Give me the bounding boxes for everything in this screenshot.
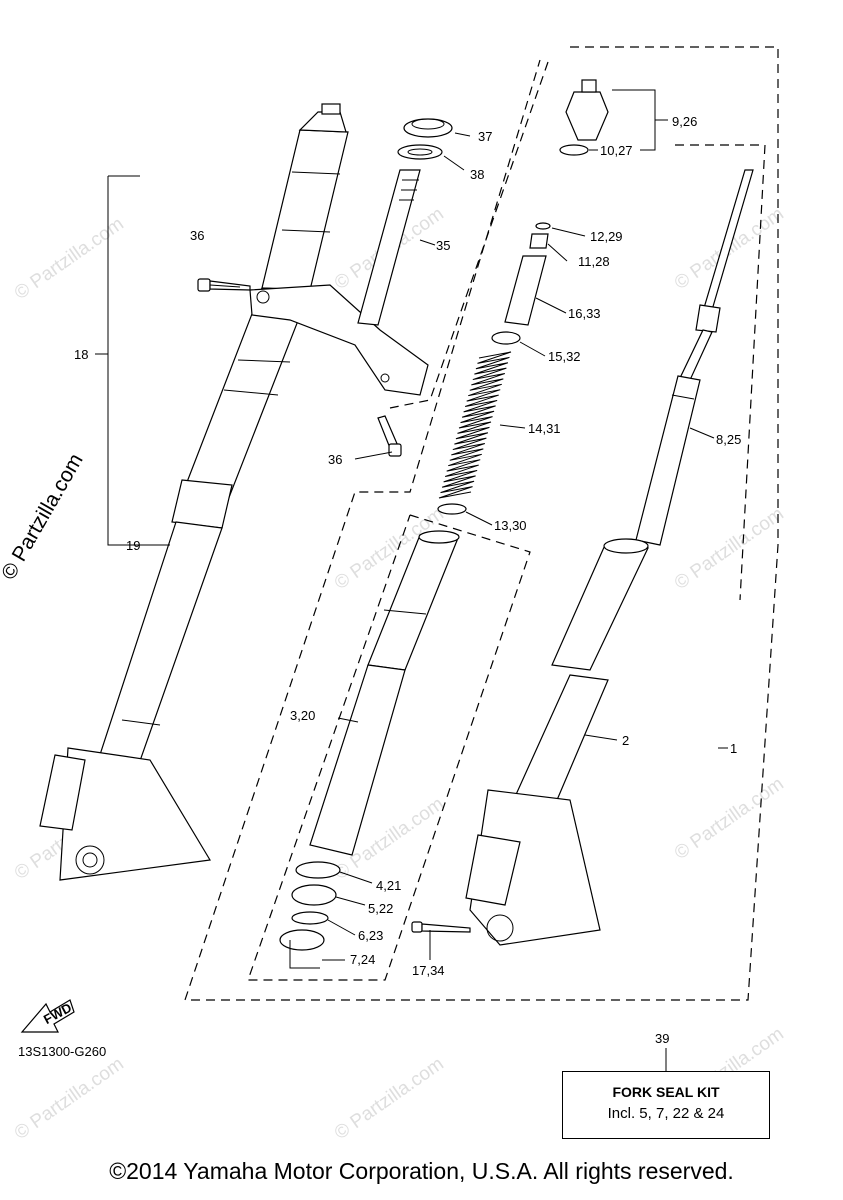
kit-title: FORK SEAL KIT	[612, 1084, 720, 1100]
callout-15-32: 15,32	[548, 349, 581, 364]
callout-36-bottom: 36	[328, 452, 342, 467]
group-outline-8-25	[675, 144, 766, 601]
watermark: © Partzilla.com	[11, 213, 128, 304]
seal-38	[397, 144, 443, 160]
callout-13-30: 13,30	[494, 518, 527, 533]
callout-19: 19	[126, 538, 140, 553]
callout-37: 37	[478, 129, 492, 144]
cap-bolt-9	[565, 79, 609, 141]
assembled-fork-left	[39, 103, 429, 881]
damper-rod-8	[635, 169, 754, 546]
oil-seal-5	[291, 884, 337, 906]
fwd-arrow-icon: FWD	[20, 999, 75, 1033]
spring-14	[438, 351, 512, 499]
diagram-code: 13S1300-G260	[18, 1044, 107, 1059]
callout-3-20: 3,20	[290, 708, 315, 723]
callout-16-33: 16,33	[568, 306, 601, 321]
bearing-37	[403, 118, 453, 138]
callouts: 18 19 36 36 35 37 38 9,26 10,27 12,29 11…	[74, 114, 741, 1046]
fork-seal-kit-box: FORK SEAL KIT Incl. 5, 7, 22 & 24	[562, 1071, 770, 1139]
callout-8-25: 8,25	[716, 432, 741, 447]
callout-7-24: 7,24	[350, 952, 375, 967]
callout-17-34: 17,34	[412, 963, 445, 978]
o-ring-10	[559, 144, 589, 156]
bolt-36-top	[197, 278, 251, 292]
washer-13	[437, 503, 467, 515]
nut-11	[529, 233, 549, 249]
callout-6-23: 6,23	[358, 928, 383, 943]
bolt-36-bottom	[377, 415, 402, 457]
callout-12-29: 12,29	[590, 229, 623, 244]
collar-15	[491, 331, 521, 345]
watermark: © Partzilla.com	[11, 1053, 128, 1144]
spacer-16	[504, 255, 547, 326]
outer-tube-2	[465, 538, 649, 946]
group-outlines	[184, 46, 779, 1001]
bolt-17	[411, 921, 471, 933]
callout-1: 1	[730, 741, 737, 756]
kit-description: Incl. 5, 7, 22 & 24	[607, 1105, 725, 1122]
callout-36-top: 36	[190, 228, 204, 243]
dust-seal-4	[295, 861, 341, 879]
callout-18: 18	[74, 347, 88, 362]
callout-14-31: 14,31	[528, 421, 561, 436]
kit-number: 39	[655, 1031, 669, 1046]
callout-38: 38	[470, 167, 484, 182]
clip-6	[291, 911, 329, 925]
watermark: © Partzilla.com	[671, 503, 788, 594]
watermark: © Partzilla.com	[331, 1053, 448, 1144]
callout-9-26: 9,26	[672, 114, 697, 129]
callout-5-22: 5,22	[368, 901, 393, 916]
steering-stem-35	[357, 169, 421, 326]
washer-12	[535, 222, 551, 230]
group-outline-1	[184, 46, 779, 1001]
callout-4-21: 4,21	[376, 878, 401, 893]
watermark: © Partzilla.com	[671, 773, 788, 864]
callout-35: 35	[436, 238, 450, 253]
seal-7	[279, 929, 325, 951]
group-outline-3-20	[247, 514, 531, 981]
copyright-notice: ©2014 Yamaha Motor Corporation, U.S.A. A…	[109, 1158, 734, 1184]
callout-11-28: 11,28	[578, 254, 610, 269]
inner-tube-3	[309, 530, 460, 856]
callout-2: 2	[622, 733, 629, 748]
callout-10-27: 10,27	[600, 143, 633, 158]
leader-lines	[95, 89, 728, 1071]
